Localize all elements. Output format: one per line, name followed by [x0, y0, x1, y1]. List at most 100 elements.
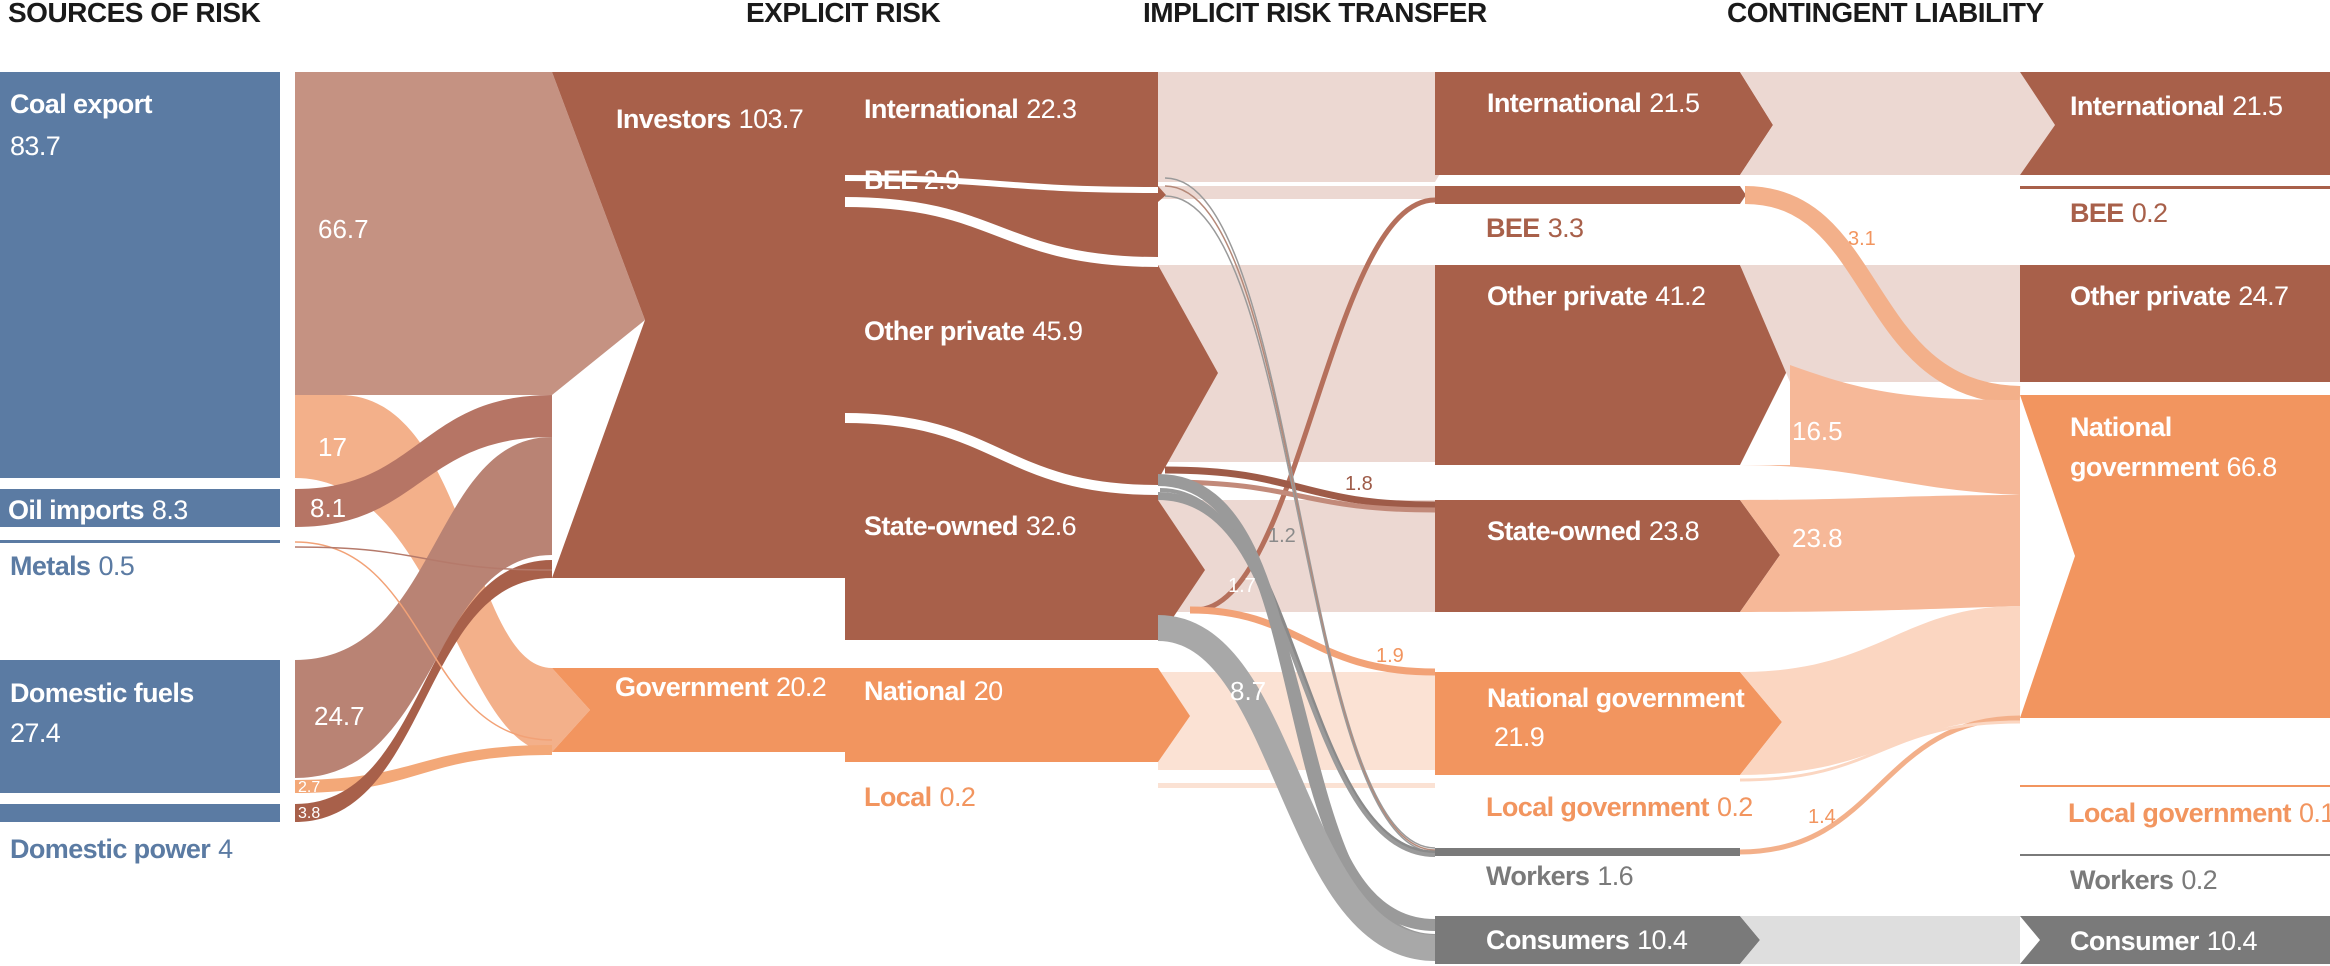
- label-implicit-national-government: National government: [1487, 683, 1745, 713]
- liability-value-3-1: 3.1: [1848, 228, 1876, 250]
- value-source-coal: 83.7: [10, 131, 60, 161]
- node-contingent-bee: [2020, 186, 2330, 189]
- node-contingent-consumer: [2020, 916, 2330, 964]
- pale-flow-bee: [1158, 186, 1435, 199]
- header-sources: SOURCES OF RISK: [8, 0, 261, 28]
- source-bar-coal: [0, 72, 280, 478]
- flow-transfer-consumers-main: [1157, 615, 1436, 961]
- flow-value-24-7: 24.7: [314, 701, 365, 731]
- node-explicit-state-owned: [845, 500, 1205, 640]
- transfer-values: 1.8 1.2 1.7 1.9 8.7: [1228, 473, 1404, 706]
- flow-value-8-1: 8.1: [310, 493, 346, 523]
- node-contingent-workers: [2020, 854, 2330, 856]
- implicit-nodes: [1435, 72, 1790, 964]
- pale-liab-international: [1740, 72, 2055, 175]
- liability-value-1-4: 1.4: [1808, 806, 1836, 828]
- node-implicit-state-owned: [1435, 500, 1780, 612]
- transfer-value-1-2: 1.2: [1268, 525, 1296, 547]
- pale-liab-consumers: [1740, 916, 2020, 964]
- pale-flow-other-private: [1158, 265, 1480, 462]
- flow-coal-investors: [295, 72, 645, 395]
- contingent-nodes: [2020, 72, 2330, 964]
- explicit-separators: [844, 175, 1159, 495]
- flow-metals-investors: [294, 546, 553, 571]
- node-contingent-other-private: [2020, 265, 2330, 382]
- pale-flow-state-owned: [1158, 500, 1470, 612]
- header-implicit: IMPLICIT RISK TRANSFER: [1143, 0, 1487, 28]
- transfer-flows: [1157, 177, 1436, 961]
- flow-liab-23-8: [1740, 495, 2020, 612]
- node-implicit-other-private: [1435, 265, 1790, 465]
- label-contingent-national-1: National: [2070, 412, 2172, 442]
- source-bar-metals: [0, 540, 280, 543]
- flow-fuels-investors: [295, 437, 552, 778]
- source-bar-fuels: [0, 660, 280, 793]
- value-source-fuels: 27.4: [10, 718, 61, 748]
- node-implicit-international: [1435, 72, 1773, 175]
- transfer-value-1-8: 1.8: [1345, 473, 1373, 495]
- flow-transfer-1-2: [1164, 479, 1436, 513]
- source-bar-oil: [0, 489, 280, 527]
- transfer-value-1-7: 1.7: [1228, 575, 1256, 597]
- flow-liab-national: [1740, 606, 2020, 775]
- value-implicit-national-government: 21.9: [1494, 722, 1544, 752]
- transfer-value-1-9: 1.9: [1376, 645, 1404, 667]
- label-source-coal: Coal export: [10, 89, 153, 119]
- flow-power-investors: [295, 560, 552, 822]
- node-explicit-international: [845, 72, 1158, 178]
- flow-transfer-1-9: [1189, 606, 1436, 676]
- flow-liab-3-1: [1744, 186, 2021, 404]
- node-implicit-bee: [1435, 186, 1746, 204]
- flow-value-2-7: 2.7: [298, 779, 320, 796]
- flow-value-3-8: 3.8: [298, 805, 320, 822]
- node-contingent-local-government: [2020, 785, 2330, 787]
- flow-metals-government: [294, 541, 553, 741]
- header-explicit: EXPLICIT RISK: [746, 0, 940, 28]
- source-bars: [0, 72, 280, 822]
- explicit-nodes: [845, 72, 1218, 762]
- pale-transfer-flows: [1158, 72, 1480, 788]
- source-flow-values: 66.7 17 8.1 24.7 2.7 3.8: [298, 214, 369, 822]
- header-contingent: CONTINGENT LIABILITY: [1727, 0, 2044, 28]
- node-explicit-national: [845, 668, 1190, 762]
- node-implicit-national-government: [1435, 672, 1782, 775]
- label-source-fuels: Domestic fuels: [10, 678, 194, 708]
- node-implicit-consumers: [1435, 916, 1760, 964]
- flow-transfer-1-8: [1164, 466, 1436, 509]
- pale-liab-other-private: [1740, 265, 2020, 382]
- source-flows: [294, 72, 645, 822]
- liability-value-16-5: 16.5: [1792, 416, 1843, 446]
- pale-flow-international: [1158, 72, 1470, 182]
- node-contingent-national-government: [2020, 395, 2330, 718]
- liability-values: 3.1 16.5 23.8 1.4: [1792, 228, 1876, 828]
- flow-transfer-1-7: [1194, 197, 1436, 613]
